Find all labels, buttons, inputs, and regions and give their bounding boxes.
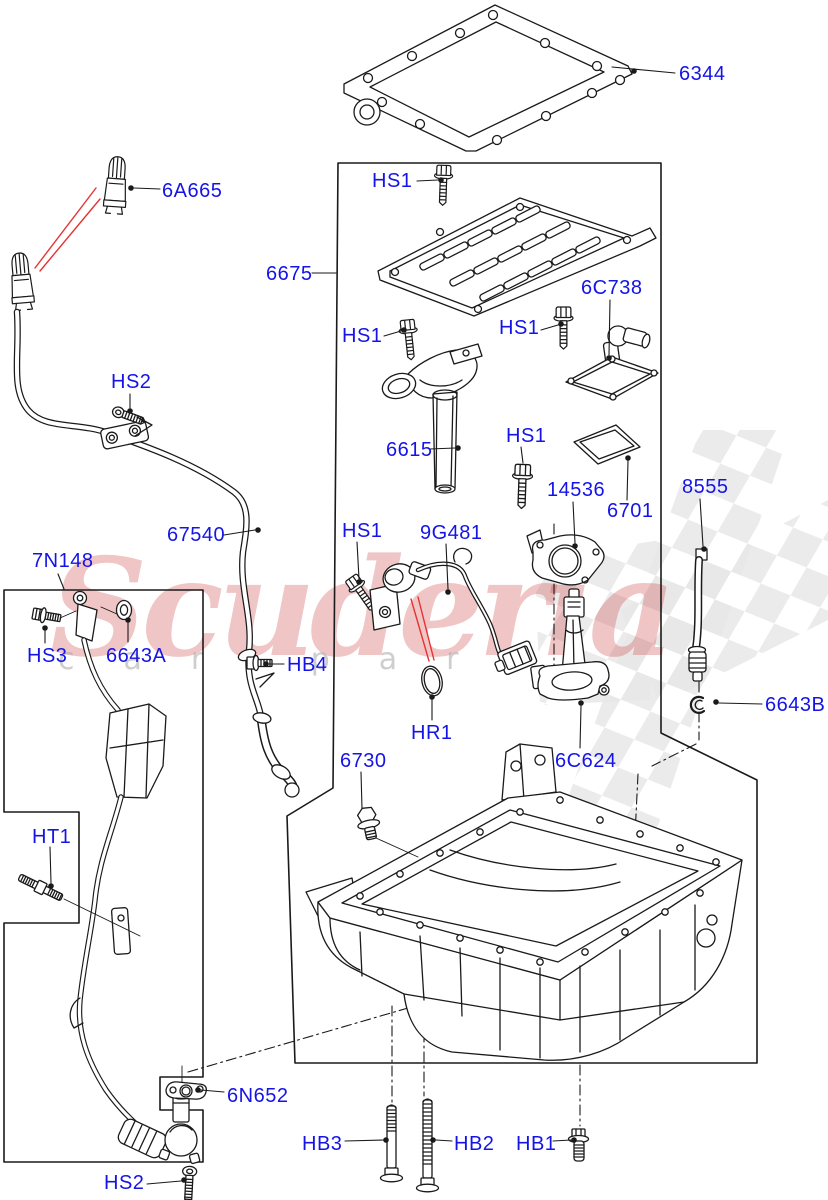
- bolt-hs3: [31, 607, 62, 624]
- bolt-hs1-lowmid: [510, 463, 534, 510]
- sensor-6c624: [530, 588, 610, 701]
- gasket-6701: [573, 424, 641, 465]
- clip-6643b: [689, 695, 706, 714]
- dipstick-tube-8555: [687, 548, 708, 682]
- main-assembly-box: [286, 162, 758, 1064]
- bolt-hb4: [246, 654, 275, 688]
- sub-assembly-box-7n148: [3, 589, 204, 1163]
- gasket-6n652: [165, 1065, 207, 1100]
- screw-hs2-bottom: [182, 1165, 198, 1200]
- part-6615: [381, 343, 483, 494]
- grommet-6643a: [100, 599, 133, 621]
- drain-plug-6730: [356, 806, 381, 841]
- o-ring-hr1: [421, 665, 443, 697]
- cap-6a665: [102, 155, 130, 216]
- sensor-9g481: [369, 547, 538, 675]
- bolt-hs1-left: [397, 318, 421, 362]
- gasket-6344: [343, 4, 633, 152]
- bolt-hs1-top: [432, 164, 454, 207]
- bolt-hb1: [567, 1128, 590, 1162]
- bolt-hb3: [379, 1104, 404, 1183]
- cap-6a665-installed: [7, 251, 36, 312]
- bolt-hb2: [415, 1098, 440, 1193]
- part-14536: [526, 529, 605, 586]
- leader-dots: [42, 68, 719, 1183]
- baffle-plate: [377, 197, 657, 317]
- leader-lines: [44, 66, 763, 1185]
- part-6c738: [565, 325, 659, 401]
- oil-pan: [305, 743, 743, 1061]
- screw-hs2-top: [111, 406, 153, 437]
- tube-67540: [13, 308, 300, 798]
- stud-ht1: [17, 874, 64, 901]
- red-indicator-lines: [34, 187, 435, 662]
- bolt-hs1-mid: [553, 306, 574, 350]
